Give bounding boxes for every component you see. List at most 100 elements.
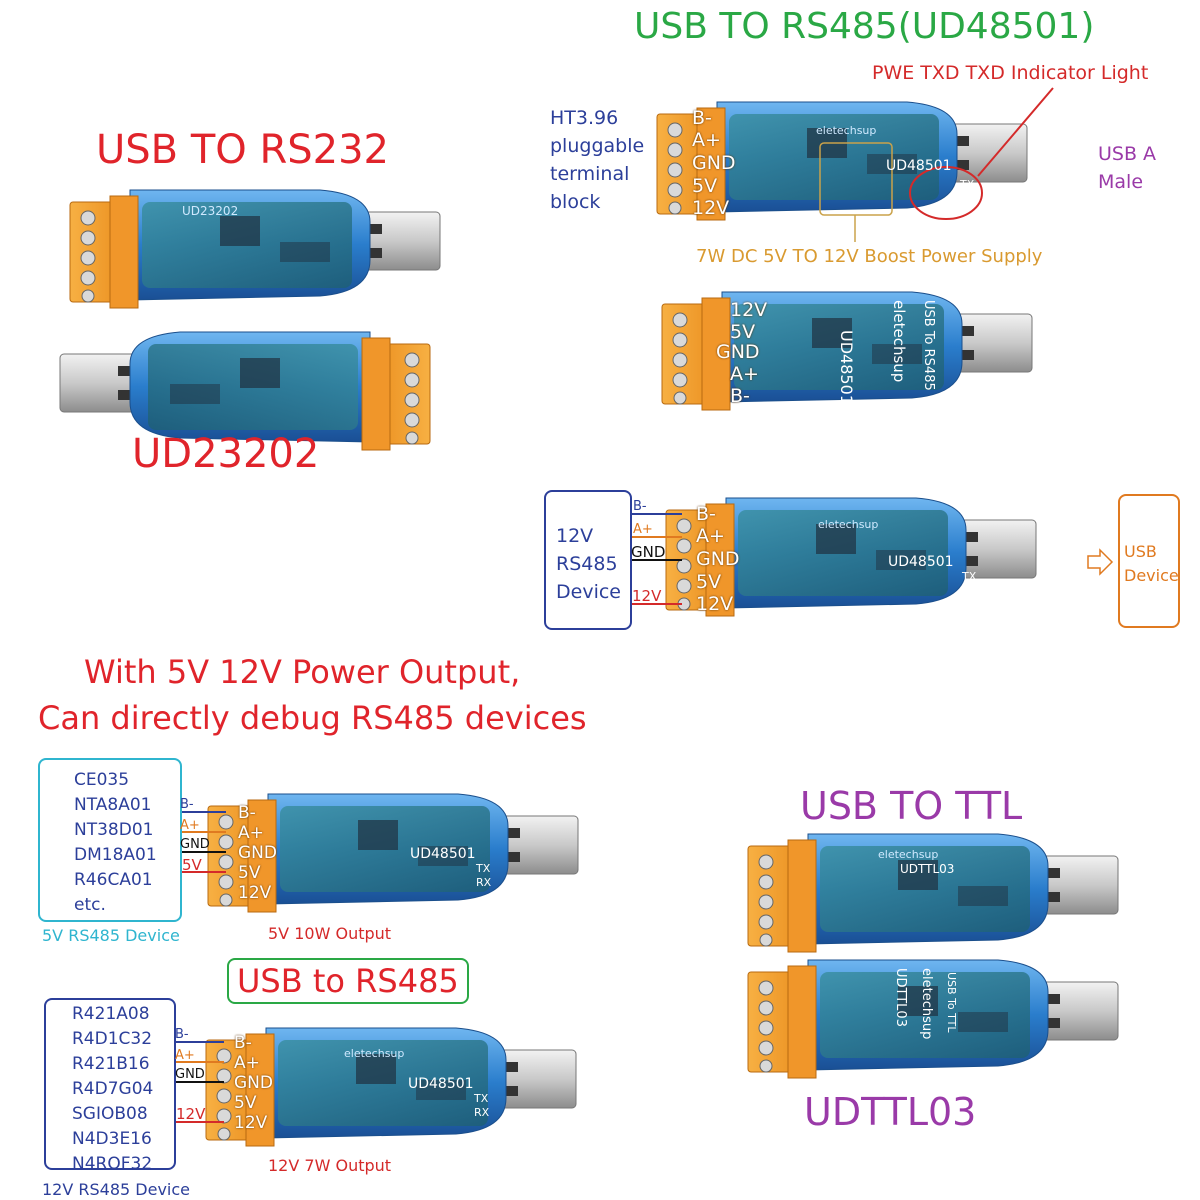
usb-device-line: USB	[1124, 542, 1157, 561]
device-list-item: R421A08	[72, 1004, 150, 1024]
ttl-model-title: UDTTL03	[804, 1090, 977, 1134]
terminal-note-line: HT3.96	[550, 107, 619, 129]
usb-a-line: Male	[1098, 171, 1144, 193]
brand-silkscreen-4: eletechsup	[344, 1047, 405, 1060]
usb-a-line: USB A	[1098, 143, 1157, 165]
wire-label-bminus: B-	[633, 499, 647, 514]
wire-label-gnd: GND	[180, 837, 210, 852]
wire-label-12v: 12V	[176, 1105, 206, 1123]
ud48501-silkscreen-4: UD48501	[408, 1076, 474, 1092]
wires-12v-device	[631, 513, 682, 605]
boost-highlight	[819, 142, 893, 216]
wires-5v-device	[181, 811, 226, 873]
terminal-label: 12V	[730, 299, 768, 321]
terminal-label: B-	[238, 803, 256, 823]
device-list-item: etc.	[74, 895, 106, 915]
wire-label-5v: 5V	[182, 856, 202, 874]
tx-silkscreen-2: TX	[962, 570, 977, 583]
device-list-item: DM18A01	[74, 845, 157, 865]
terminal-label: A+	[238, 823, 264, 843]
tx-silkscreen-4: TX	[474, 1092, 489, 1105]
device-list-item: CE035	[74, 770, 130, 790]
udttl03-silkscreen: UDTTL03	[900, 862, 955, 876]
terminal-label: A+	[692, 129, 721, 151]
terminal-label: A+	[696, 525, 725, 547]
usb-device-box: USB Device	[1118, 494, 1180, 628]
terminal-label: B-	[730, 385, 750, 407]
rs232-title: USB TO RS232	[96, 127, 389, 173]
output-5v-note: 5V 10W Output	[268, 924, 392, 943]
device-list-item: NTA8A01	[74, 795, 152, 815]
device-list-item: SGIOB08	[72, 1104, 148, 1124]
terminal-label: GND	[716, 341, 760, 363]
terminal-note-line: terminal	[550, 163, 630, 185]
rx-silkscreen-1: RX	[960, 192, 976, 205]
brand-silkscreen-ttl: eletechsup	[878, 848, 939, 861]
power-title-line2: Can directly debug RS485 devices	[38, 699, 587, 737]
terminal-label: 12V	[692, 197, 730, 219]
terminal-label: 5V	[234, 1093, 257, 1113]
device-list-item: R4D1C32	[72, 1029, 153, 1049]
terminal-label: GND	[238, 843, 277, 863]
terminal-label: B-	[234, 1033, 252, 1053]
terminal-label: 12V	[238, 883, 272, 903]
device-list-item: N4ROF32	[72, 1154, 153, 1174]
wire-label-bminus: B-	[175, 1027, 189, 1042]
indicator-pointer	[977, 87, 1054, 177]
rx-silkscreen-2: RX	[962, 583, 978, 596]
terminal-label: 5V	[692, 175, 718, 197]
wires-12v-list	[175, 1041, 224, 1123]
wire-label-12v: 12V	[632, 587, 662, 605]
rx-silkscreen-3: RX	[476, 876, 492, 889]
device-list-item: NT38D01	[74, 820, 154, 840]
usb-a-note: USB A Male	[1098, 140, 1156, 196]
terminal-note-line: pluggable	[550, 135, 645, 157]
device-line: 12V	[556, 525, 594, 547]
device-list-item: R46CA01	[74, 870, 153, 890]
usb-to-rs485-silkscreen: USB To RS485	[921, 300, 936, 391]
usb-to-ttl-silkscreen: USB To TTL	[945, 972, 958, 1033]
terminal-block-note: HT3.96 pluggable terminal block	[550, 104, 644, 216]
terminal-label: GND	[696, 548, 740, 570]
brand-silkscreen-back: eletechsup	[890, 300, 908, 383]
wire-label-bminus: B-	[180, 797, 194, 812]
terminal-label: 5V	[238, 863, 261, 883]
rs485-title: USB TO RS485(UD48501)	[634, 6, 1095, 47]
wire-label-gnd: GND	[175, 1067, 205, 1082]
device-list-item: R421B16	[72, 1054, 150, 1074]
udttl03-silkscreen-back: UDTTL03	[893, 968, 908, 1027]
ud23202-device-top	[69, 189, 441, 309]
wire-label-aplus: A+	[180, 818, 200, 833]
tx-silkscreen-1: TX	[960, 178, 975, 191]
terminal-label: A+	[730, 363, 759, 385]
ud48501-silkscreen-2: UD48501	[888, 554, 954, 570]
brand-silkscreen-ttl-back: eletechsup	[919, 968, 934, 1040]
ud23202-silkscreen: UD23202	[182, 204, 239, 218]
device-list-item: N4D3E16	[72, 1129, 152, 1149]
tx-silkscreen-3: TX	[476, 862, 491, 875]
ud48501-silkscreen-3: UD48501	[410, 846, 476, 862]
output-12v-note: 12V 7W Output	[268, 1156, 392, 1175]
rs485-5v-caption: 5V RS485 Device	[42, 926, 180, 945]
rs485-12v-device-list: R421A08 R4D1C32 R421B16 R4D7G04 SGIOB08 …	[44, 998, 176, 1174]
usb-arrow-icon	[1087, 548, 1114, 576]
terminal-note-line: block	[550, 191, 601, 213]
ud48501-silkscreen-back: UD48501	[837, 330, 856, 405]
terminal-label: 5V	[730, 321, 756, 343]
terminal-label: B-	[692, 107, 712, 129]
terminal-label: 12V	[696, 593, 734, 615]
device-list-item: R4D7G04	[72, 1079, 154, 1099]
indicator-highlight	[909, 166, 983, 220]
device-line: Device	[556, 581, 621, 603]
rs485-5v-device-list: CE035 NTA8A01 NT38D01 DM18A01 R46CA01 et…	[38, 758, 182, 922]
terminal-label: GND	[234, 1073, 273, 1093]
rs485-12v-device-box: 12V RS485 Device	[544, 490, 632, 630]
brand-silkscreen-2: eletechsup	[818, 518, 879, 531]
usb-to-rs485-box-title: USB to RS485	[227, 958, 469, 1004]
terminal-label: GND	[692, 152, 736, 174]
wire-label-aplus: A+	[633, 522, 653, 537]
indicator-note: PWE TXD TXD Indicator Light	[872, 62, 1149, 84]
terminal-label: 12V	[234, 1113, 268, 1133]
wire-label-aplus: A+	[175, 1048, 195, 1063]
